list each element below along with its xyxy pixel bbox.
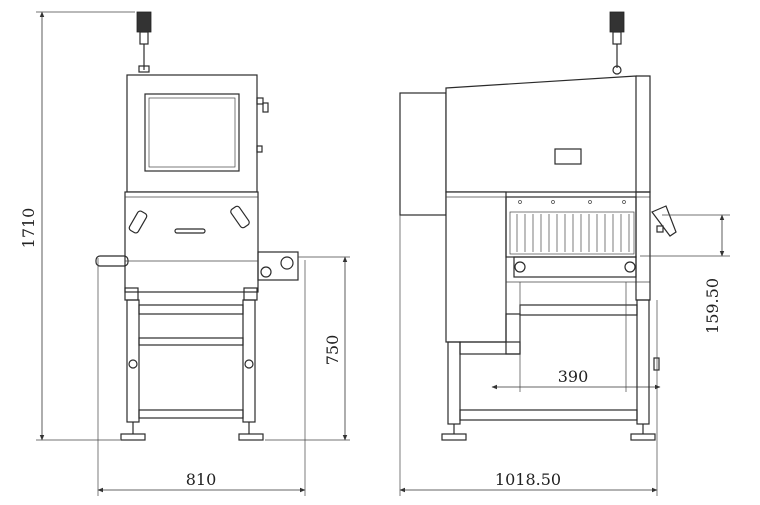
side-conveyor (506, 256, 650, 283)
dimension-tunnel-height: 159.50 (640, 214, 730, 334)
side-label-plate (554, 148, 582, 165)
touch-screen (148, 97, 236, 168)
handle-right (230, 205, 250, 229)
dimension-tunnel-length: 390 (491, 282, 661, 392)
front-conveyor (95, 251, 299, 281)
dimension-label-side-width: 1018.50 (495, 470, 561, 489)
dimension-conveyor-height: 750 (265, 256, 350, 441)
dimension-total-height: 1710 (19, 11, 135, 441)
xray-curtain (505, 196, 637, 258)
center-handle (174, 228, 206, 234)
dimension-front-width: 810 (97, 258, 306, 496)
dimension-label-tunnel-height: 159.50 (703, 278, 722, 334)
front-upper-cabinet (126, 74, 258, 193)
side-handle (651, 205, 677, 237)
side-lower-cabinet (445, 191, 507, 343)
side-knobs (256, 97, 269, 153)
handle-left (128, 210, 148, 234)
dimension-side-width: 1018.50 (399, 215, 658, 496)
dimension-label-tunnel-length: 390 (558, 367, 589, 386)
dimension-label-front-width: 810 (186, 470, 217, 489)
side-view (399, 11, 677, 441)
dimension-label-conveyor-height: 750 (323, 335, 342, 366)
touch-screen-frame (144, 93, 240, 172)
dimension-label-total-height: 1710 (19, 208, 38, 249)
front-signal-light (136, 11, 152, 73)
front-view (95, 11, 299, 441)
side-upper-cabinet (445, 75, 637, 193)
front-base-frame (120, 287, 264, 441)
inlet-tunnel (399, 92, 447, 216)
side-signal-light (609, 11, 625, 75)
front-lower-cabinet (124, 191, 259, 293)
